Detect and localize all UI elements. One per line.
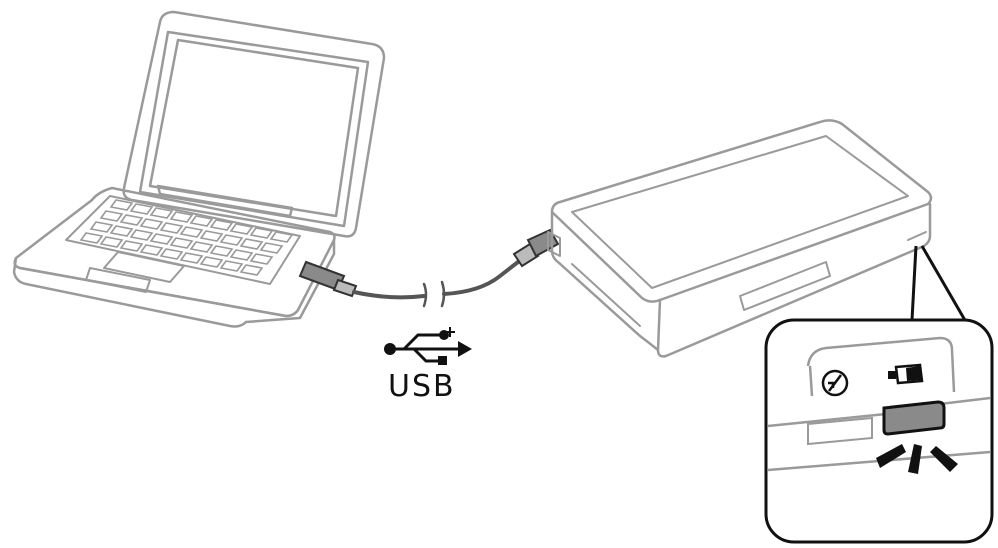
- laptop-trackpad: [103, 251, 185, 283]
- keyboard-key: [269, 231, 294, 243]
- zoom-pointer: [910, 245, 968, 323]
- printer-front: [656, 202, 932, 358]
- keyboard-key: [169, 211, 194, 223]
- laptop: [12, 10, 386, 328]
- keyboard-key: [219, 234, 244, 246]
- laptop-screen: [148, 38, 360, 218]
- keyboard-key: [189, 241, 214, 253]
- keyboard-key: [79, 232, 104, 244]
- laptop-usb-plug: [298, 260, 358, 298]
- keyboard-key: [99, 210, 124, 222]
- keyboard-key: [139, 244, 164, 256]
- keyboard-key: [139, 218, 164, 230]
- keyboard-key: [259, 242, 284, 254]
- keyboard-key: [109, 199, 134, 211]
- power-icon: [821, 369, 849, 397]
- printer-usb-plug: [512, 228, 560, 268]
- keyboard-key: [249, 227, 274, 239]
- keyboard-key: [159, 248, 184, 260]
- keyboard-key: [119, 214, 144, 226]
- keyboard-key: [159, 222, 184, 234]
- battery-led: [882, 400, 946, 436]
- keyboard-key: [199, 230, 224, 242]
- usb-label: USB: [388, 369, 456, 404]
- keyboard-key: [179, 226, 204, 238]
- keyboard-key: [239, 264, 264, 276]
- keyboard-key: [179, 252, 204, 264]
- laptop-keyboard: [79, 199, 294, 276]
- keyboard-key: [189, 215, 214, 227]
- keyboard-key: [229, 223, 254, 235]
- keyboard-key: [129, 203, 154, 215]
- printer-top: [550, 119, 933, 303]
- keyboard-key: [89, 221, 114, 233]
- keyboard-key: [209, 219, 234, 231]
- battery-icon: [888, 363, 924, 385]
- keyboard-key: [149, 207, 174, 219]
- keyboard-key: [219, 260, 244, 272]
- keyboard-key: [99, 236, 124, 248]
- keyboard-key: [239, 238, 264, 250]
- usb-trident-icon: [384, 327, 472, 365]
- laptop-lid: [122, 10, 386, 238]
- printer-paper-slot: [739, 261, 831, 311]
- usb-cable: [352, 260, 520, 308]
- keyboard-key: [209, 245, 234, 257]
- keyboard-key: [119, 240, 144, 252]
- keyboard-key: [129, 229, 154, 241]
- keyboard-key: [109, 225, 134, 237]
- keyboard-key: [199, 256, 224, 268]
- keyboard-key: [149, 233, 174, 245]
- control-panel-zoom-inset: [764, 318, 994, 544]
- led-light-rays: [876, 444, 958, 474]
- keyboard-key: [169, 237, 194, 249]
- keyboard-key: [249, 253, 274, 265]
- printer: [547, 119, 933, 358]
- keyboard-key: [229, 249, 254, 261]
